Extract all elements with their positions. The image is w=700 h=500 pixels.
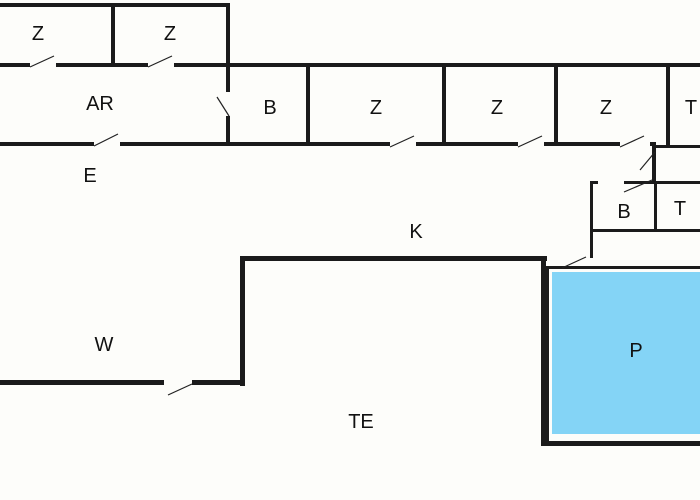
room-label-e: E [83, 165, 96, 187]
doors [29, 55, 656, 396]
room-label-t-2: T [674, 198, 686, 220]
room-label-z-4: Z [491, 97, 503, 119]
room-label-k: K [409, 221, 423, 243]
room-label-p: P [629, 340, 642, 362]
room-label-b-1: B [263, 97, 276, 119]
room-label-t-1: T [685, 97, 697, 119]
walls [0, 3, 700, 446]
room-label-z-3: Z [370, 97, 382, 119]
pool [552, 272, 700, 434]
room-label-z-1: Z [32, 23, 44, 45]
room-label-b-2: B [617, 201, 630, 223]
room-label-w: W [95, 334, 114, 356]
room-label-z-2: Z [164, 23, 176, 45]
room-label-ar: AR [86, 93, 114, 115]
room-label-z-5: Z [600, 97, 612, 119]
room-label-te: TE [348, 411, 374, 433]
